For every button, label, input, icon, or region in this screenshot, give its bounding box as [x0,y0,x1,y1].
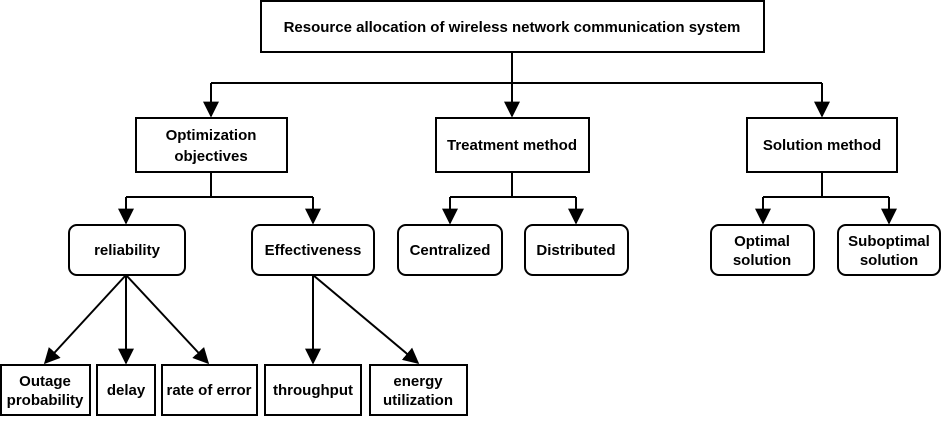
node-delay: delay [96,364,156,416]
node-effectiveness-box [251,224,375,276]
node-treatment: Treatment method [435,117,590,173]
node-optimization-line2: objectives [174,148,247,165]
node-distributed-box [524,224,629,276]
arrow-to-outage [43,274,127,365]
node-energy: energy utilization [369,364,468,416]
node-optimization: Optimization objectives [135,117,288,173]
node-suboptimal-line1: Suboptimal [848,233,930,250]
node-distributed: Distributed [524,224,629,276]
node-outage-line1: Outage [19,373,71,390]
node-error: rate of error [161,364,258,416]
node-outage: Outage probability [0,364,91,416]
node-treatment-label: Treatment method [447,137,577,154]
node-suboptimal-box [837,224,941,276]
node-outage-box [0,364,91,416]
connectors [43,52,897,365]
node-effectiveness-label: Effectiveness [265,242,362,259]
node-effectiveness: Effectiveness [251,224,375,276]
node-throughput: throughput [264,364,362,416]
node-centralized-label: Centralized [410,242,491,259]
node-optimal-box [710,224,815,276]
node-optimal-line1: Optimal [734,233,790,250]
node-optimal-line2: solution [733,252,791,269]
node-optimization-line1: Optimization [166,127,257,144]
arrow-to-error [125,274,210,365]
node-error-box [161,364,258,416]
node-error-label: rate of error [166,382,251,399]
node-root-label: Resource allocation of wireless network … [284,19,741,36]
node-centralized-box [397,224,503,276]
node-optimization-box [135,117,288,173]
node-delay-label: delay [107,382,146,399]
node-solution-label: Solution method [763,137,881,154]
node-outage-line2: probability [7,392,84,409]
node-centralized: Centralized [397,224,503,276]
node-delay-box [96,364,156,416]
node-energy-line2: utilization [383,392,453,409]
node-throughput-label: throughput [273,382,353,399]
node-solution-box [746,117,898,173]
node-throughput-box [264,364,362,416]
node-reliability-label: reliability [94,242,161,259]
node-root-box [260,0,765,53]
node-energy-line1: energy [393,373,443,390]
node-optimal: Optimal solution [710,224,815,276]
node-reliability: reliability [68,224,186,276]
node-distributed-label: Distributed [536,242,615,259]
node-solution: Solution method [746,117,898,173]
node-treatment-box [435,117,590,173]
node-suboptimal: Suboptimal solution [837,224,941,276]
node-suboptimal-line2: solution [860,252,918,269]
node-reliability-box [68,224,186,276]
arrow-to-energy [312,274,420,365]
node-energy-box [369,364,468,416]
node-root: Resource allocation of wireless network … [260,0,765,53]
